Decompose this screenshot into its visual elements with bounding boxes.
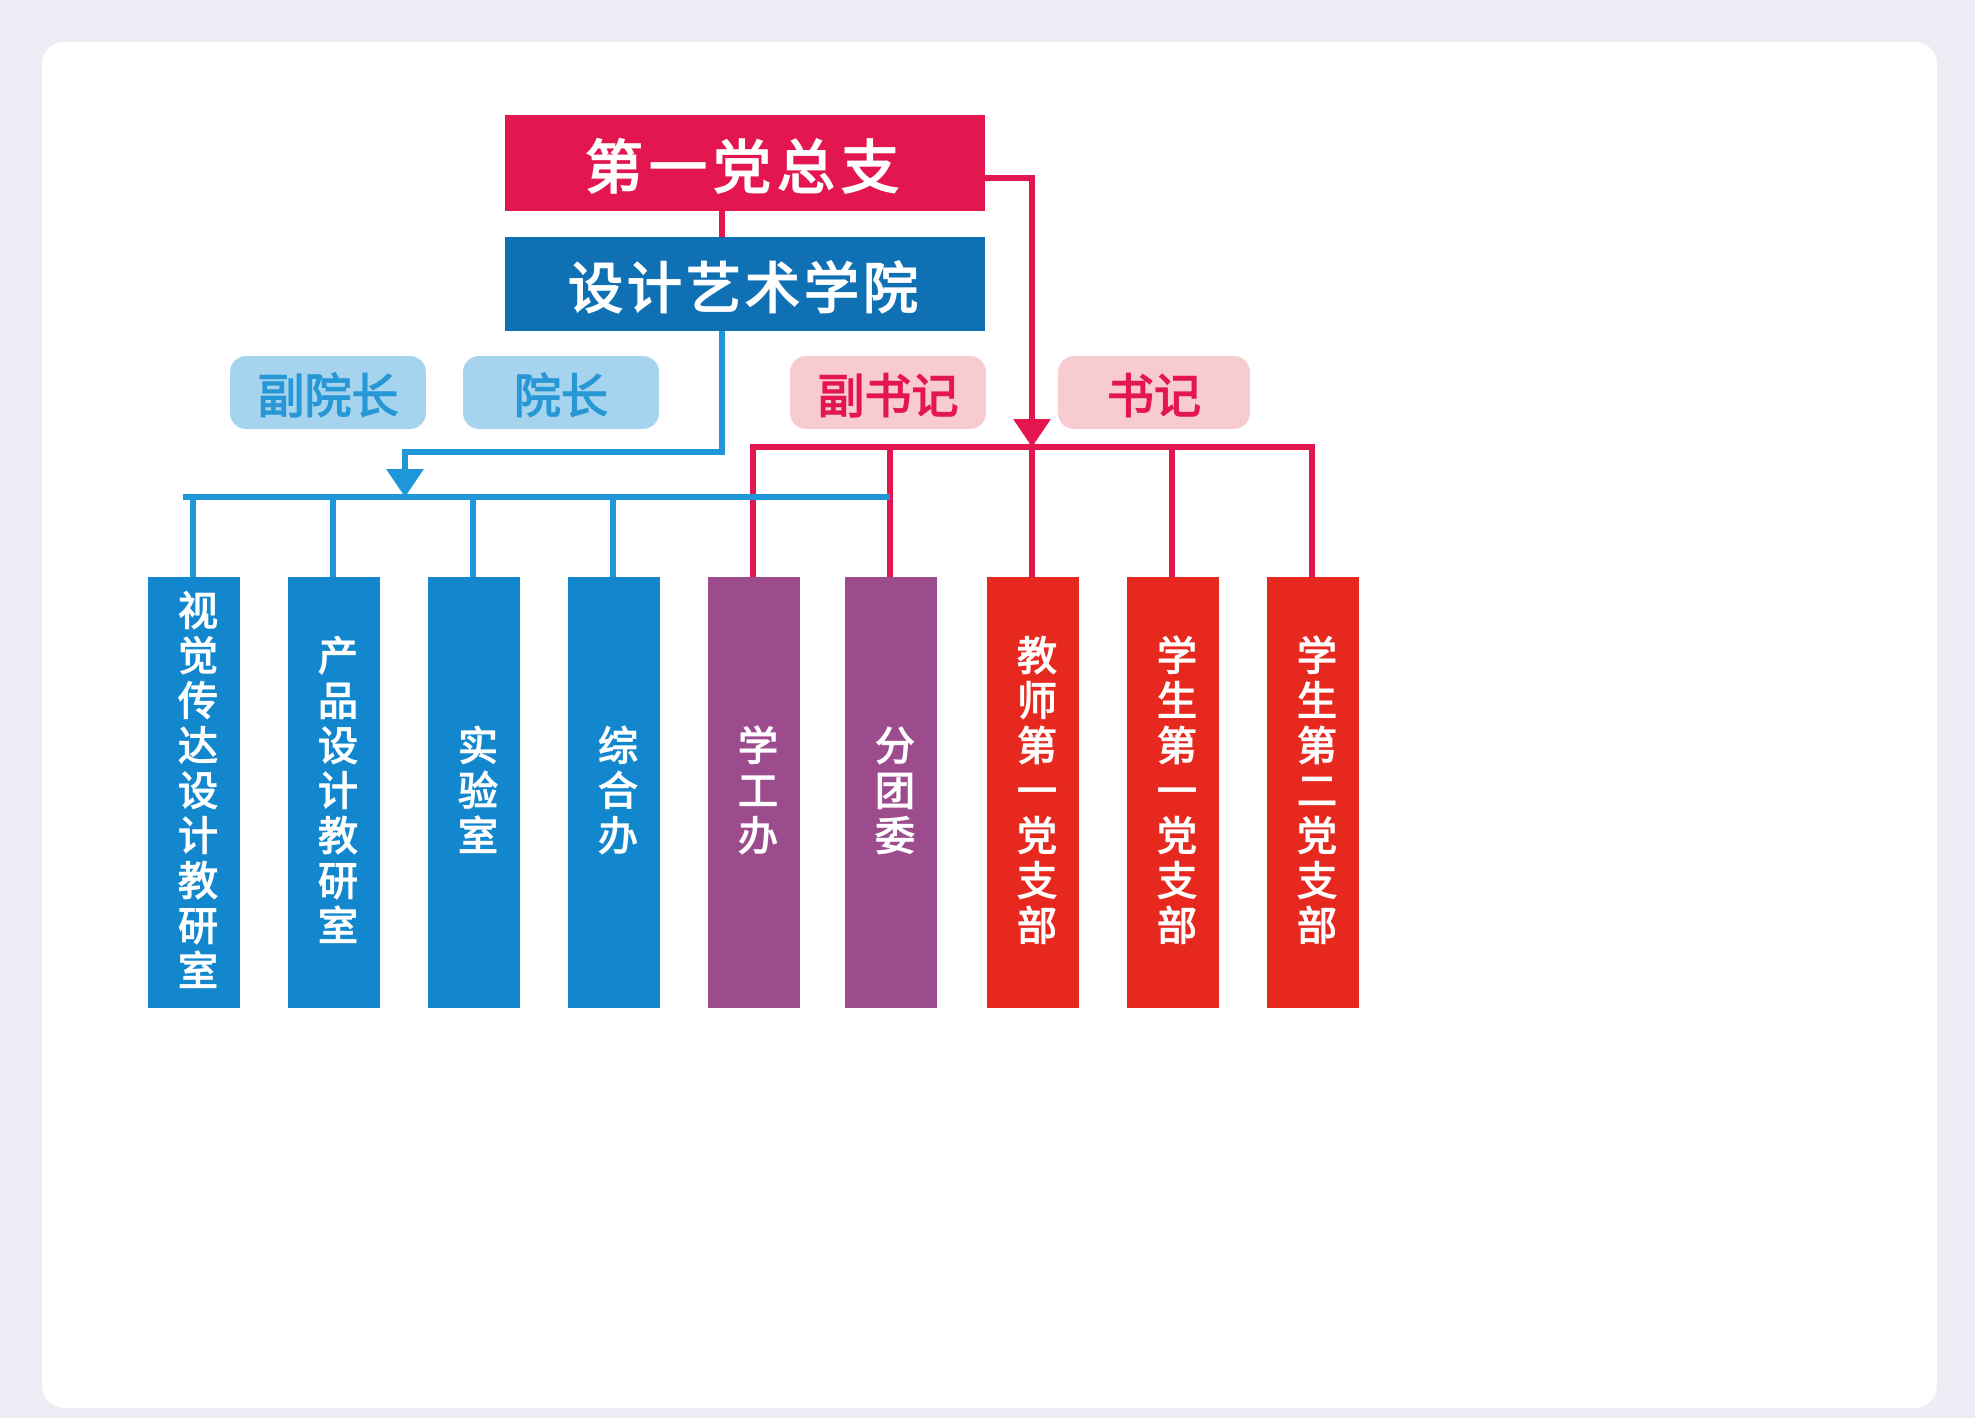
connector-drop-product-design (330, 494, 336, 580)
chip-deputy-secretary: 副书记 (790, 356, 986, 429)
connector-drop-xuegongban (750, 444, 756, 577)
dept-students-first-party-branch: 学生第一党支部 (1127, 577, 1219, 1008)
chip-vice-dean: 副院长 (230, 356, 426, 429)
connector-admin-distributor (183, 494, 890, 500)
connector-admin-vertical (402, 449, 408, 473)
dept-youth-league-committee: 分团委 (845, 577, 937, 1008)
connector-top-to-college (719, 209, 725, 239)
dept-teachers-first-party-branch: 教师第一党支部 (987, 577, 1079, 1008)
chip-secretary: 书记 (1058, 356, 1250, 429)
connector-drop-lab (470, 494, 476, 580)
connector-party-vertical (1029, 175, 1035, 421)
connector-drop-fentuanwei (887, 444, 893, 577)
chip-dean: 院长 (463, 356, 659, 429)
admin-arrow-down-icon (386, 469, 424, 497)
connector-drop-student-branch-1 (1169, 444, 1175, 577)
node-party-general-branch: 第一党总支 (505, 115, 985, 211)
dept-visual-communication-design-office: 视觉传达设计教研室 (148, 577, 240, 1008)
connector-college-vertical (719, 330, 725, 455)
connector-drop-teacher-branch (1029, 444, 1035, 577)
dept-general-office: 综合办 (568, 577, 660, 1008)
connector-admin-horizontal-top (402, 449, 725, 455)
dept-student-affairs-office: 学工办 (708, 577, 800, 1008)
connector-drop-visual-design (190, 494, 196, 580)
dept-laboratory: 实验室 (428, 577, 520, 1008)
dept-students-second-party-branch: 学生第二党支部 (1267, 577, 1359, 1008)
node-design-art-college: 设计艺术学院 (505, 237, 985, 331)
connector-drop-general-office (610, 494, 616, 580)
party-arrow-down-icon (1013, 419, 1051, 447)
connector-drop-student-branch-2 (1309, 444, 1315, 577)
connector-party-horizontal-top (985, 175, 1035, 181)
dept-product-design-office: 产品设计教研室 (288, 577, 380, 1008)
